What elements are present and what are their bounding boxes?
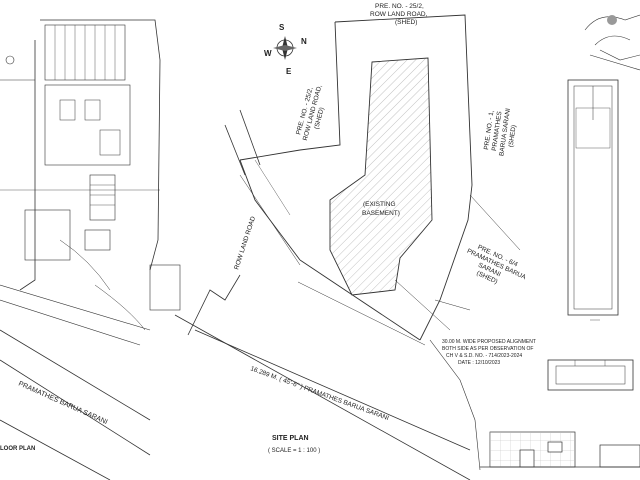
road-main-label: 16.289 M. ( 45'-6" ) PRAMATHES BARUA SAR… bbox=[249, 365, 390, 422]
site-plan-scale: ( SCALE = 1 : 100 ) bbox=[268, 448, 320, 454]
existing-basement-label-1: (EXISTING bbox=[363, 201, 396, 208]
compass-south: S bbox=[279, 23, 285, 32]
plot-boundary bbox=[239, 14, 473, 346]
compass-west: W bbox=[264, 49, 272, 58]
site-plan-title: SITE PLAN bbox=[272, 435, 309, 442]
alignment-note: 30.00 M. WIDE PROPOSED ALIGNMENT BOTH SI… bbox=[442, 339, 536, 366]
existing-basement-label-2: BASEMENT) bbox=[362, 210, 400, 217]
alignment-note-line-1: 30.00 M. WIDE PROPOSED ALIGNMENT bbox=[442, 339, 536, 345]
floor-plan bbox=[0, 19, 181, 480]
label-pre-64: PRE. NO. - 6/4 PRAMATHES BARUA SARANI (S… bbox=[466, 244, 528, 286]
alignment-note-line-2: BOTH SIDE AS PER OBSERVATION OF bbox=[442, 346, 533, 352]
existing-basement bbox=[329, 57, 433, 296]
compass-icon: N S E W bbox=[264, 23, 307, 76]
road-edges bbox=[174, 109, 521, 480]
pre-252-top-line-1: PRE. NO. - 25/2, bbox=[375, 3, 424, 10]
label-pre-252-top: PRE. NO. - 25/2, ROW LAND ROAD, (SHED) bbox=[370, 3, 428, 26]
floor-plan-title: LOOR PLAN bbox=[0, 446, 35, 452]
compass-north: N bbox=[301, 37, 307, 46]
section-detail bbox=[547, 359, 634, 391]
elevation-detail bbox=[480, 431, 640, 468]
rowland-road-label: ROW LAND ROAD bbox=[233, 215, 257, 270]
pre-252-top-line-3: (SHED) bbox=[395, 19, 417, 26]
label-pre-252: PRE. NO. - 25/2, ROW LAND ROAD, (SHED) bbox=[295, 84, 326, 141]
tank-detail bbox=[567, 79, 619, 321]
alignment-note-line-3: CH V & S.D. NO. - 714/2023-2024 bbox=[446, 353, 522, 359]
compass-east: E bbox=[286, 67, 292, 76]
label-pre-1: PRE. NO. - 1, PRAMATHES BARUA SARANI (SH… bbox=[483, 108, 518, 157]
pre-252-top-line-2: ROW LAND ROAD, bbox=[370, 11, 428, 18]
key-plan bbox=[584, 14, 640, 71]
alignment-note-line-4: DATE : 12/10/2023 bbox=[458, 360, 500, 366]
pre-1-line-4: (SHED) bbox=[508, 125, 518, 148]
